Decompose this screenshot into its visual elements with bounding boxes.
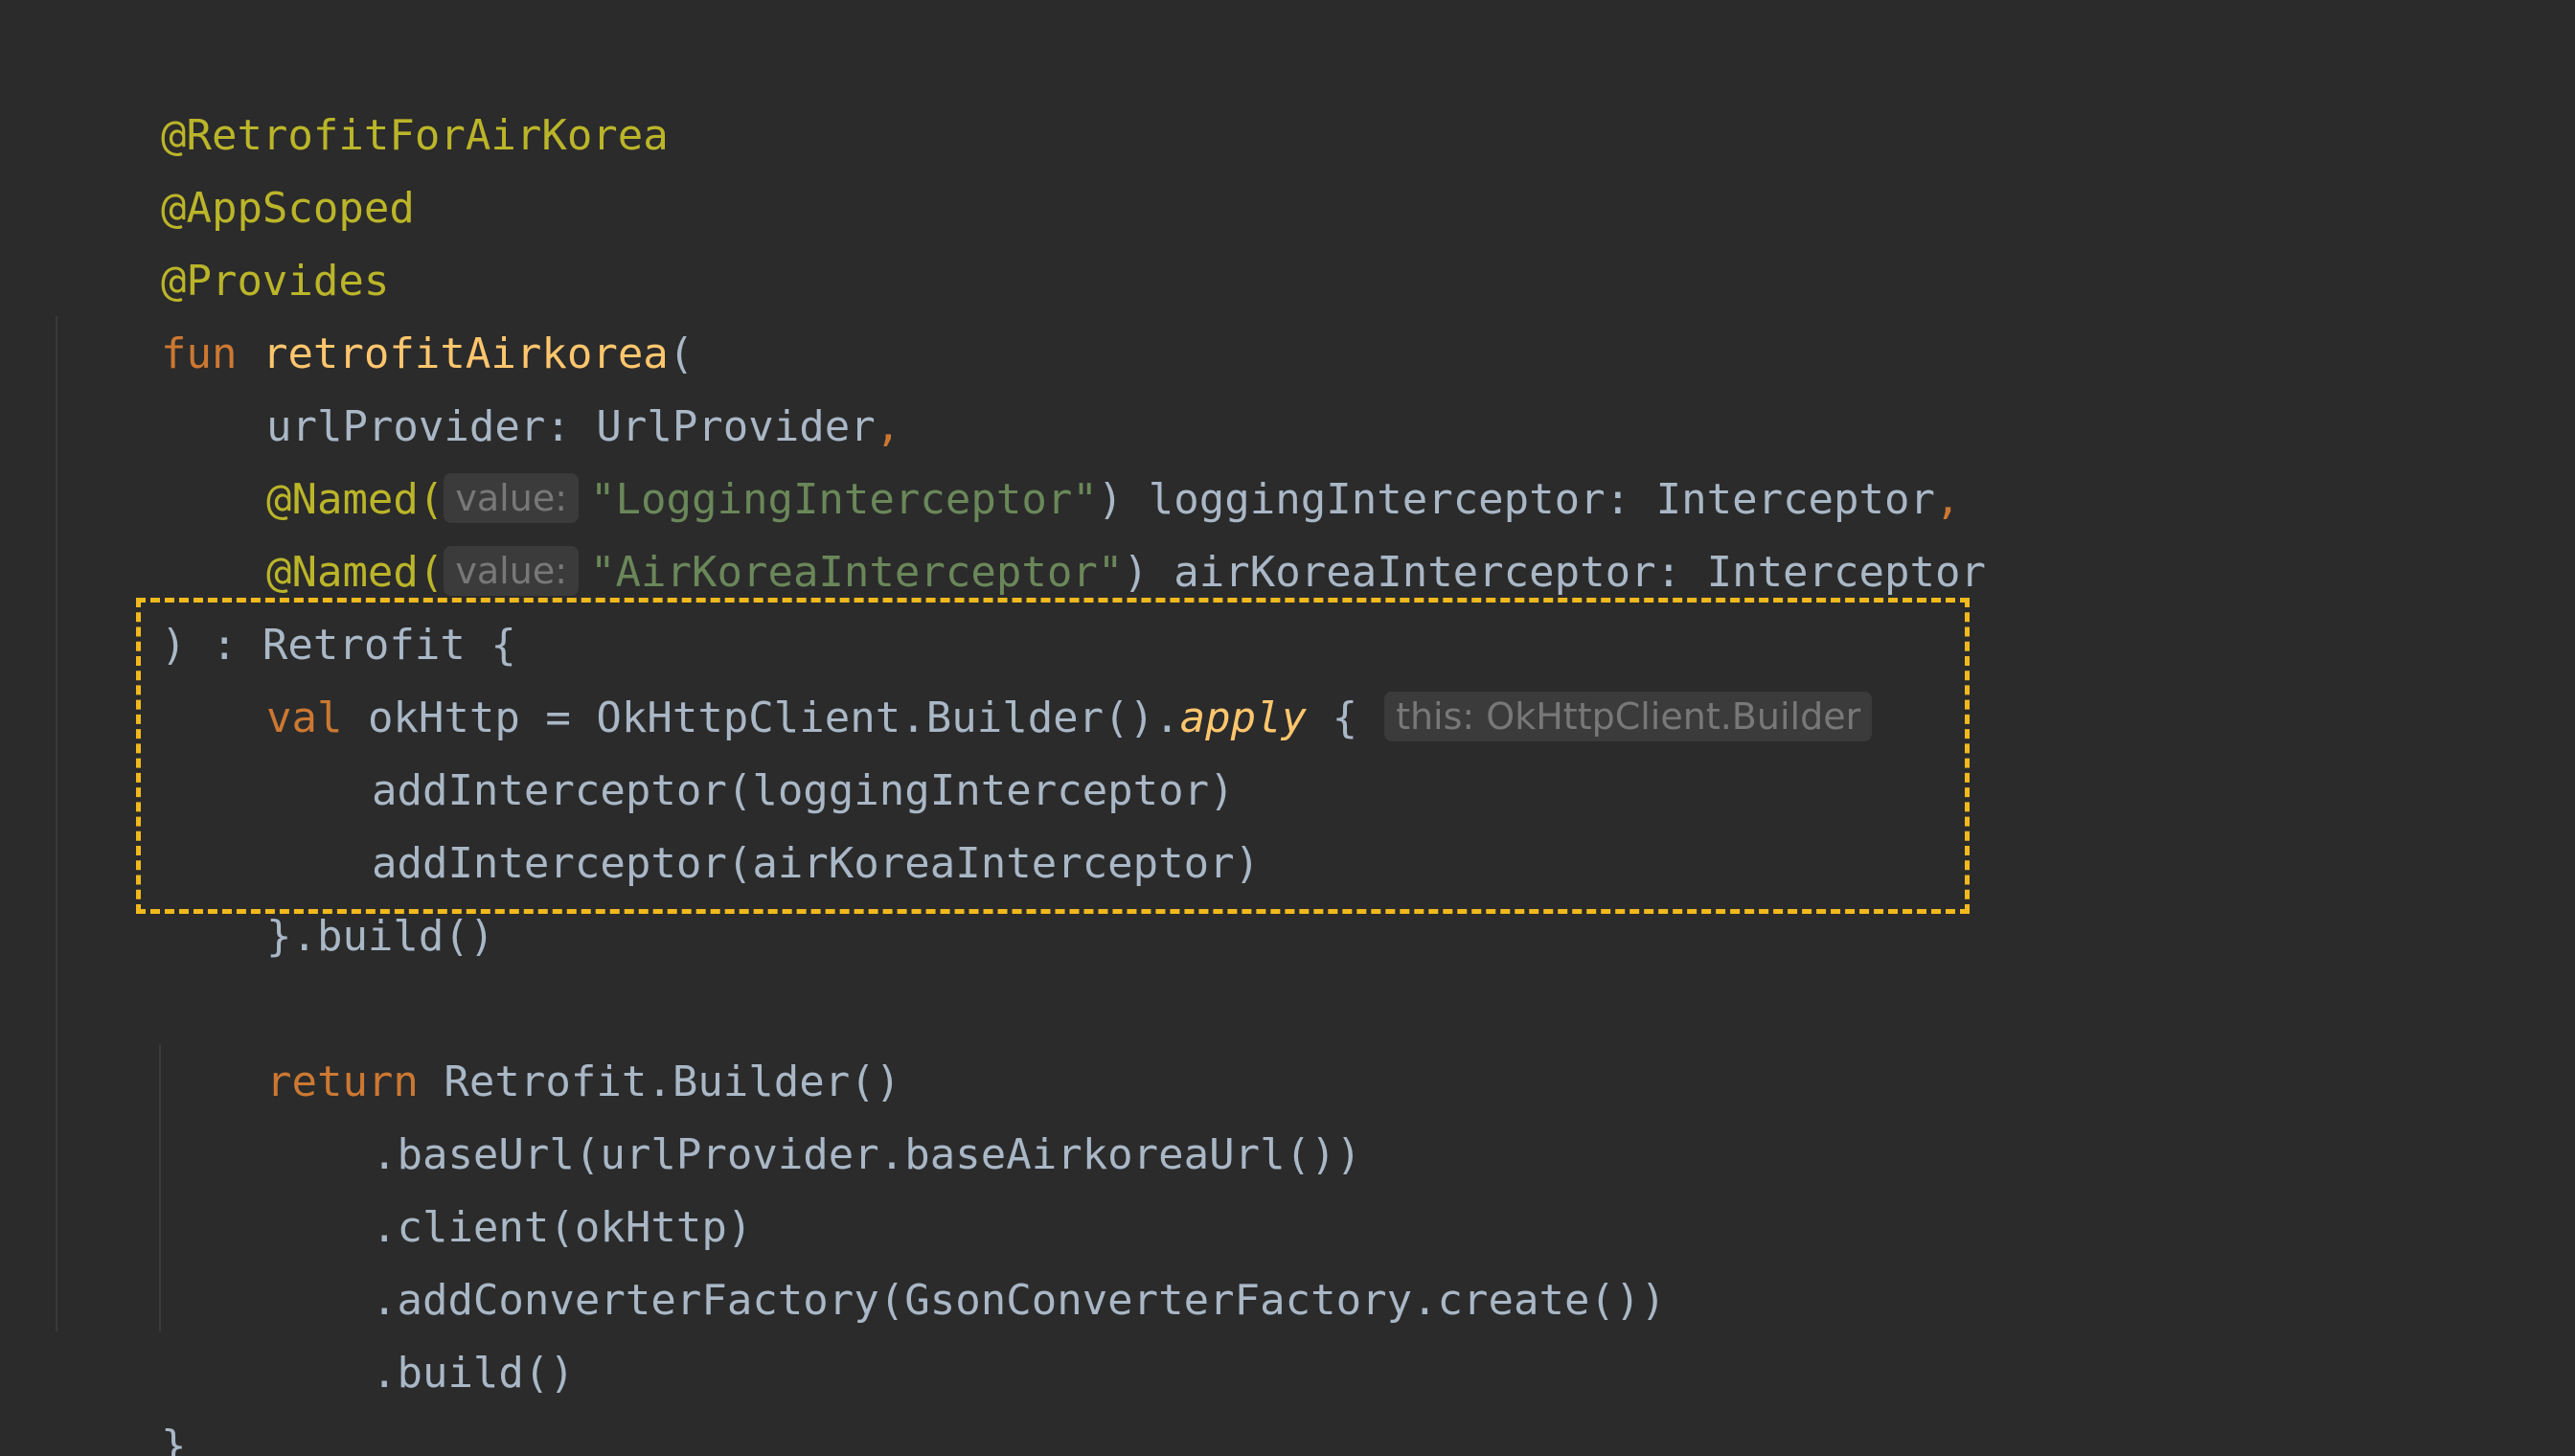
param-airkorea-interceptor: ) airKoreaInterceptor: Interceptor: [1123, 548, 1986, 597]
call-build-okhttp: }.build(): [265, 912, 495, 961]
call-add-airkorea-interceptor: addInterceptor(airKoreaInterceptor): [371, 839, 1261, 888]
string-airkorea-interceptor: "AirKoreaInterceptor": [590, 548, 1124, 597]
indent-guide-return-chain: [159, 1044, 161, 1331]
param-url-provider: urlProvider: UrlProvider: [265, 402, 876, 451]
param-logging-interceptor: ) loggingInterceptor: Interceptor: [1097, 475, 1936, 524]
function-apply: apply: [1179, 694, 1308, 742]
okhttp-builder-expression: okHttp = OkHttpClient.Builder().: [342, 694, 1180, 742]
retrofit-builder-expression: Retrofit.Builder(): [418, 1058, 901, 1106]
code-line-11[interactable]: addInterceptor(airKoreaInterceptor): [270, 755, 1260, 888]
token-comma: ,: [1935, 475, 1961, 524]
annotation-app-scoped: @AppScoped: [160, 184, 415, 233]
indent-guide-function-params: [56, 316, 57, 1331]
code-line-19[interactable]: }: [59, 1337, 187, 1456]
code-line-18[interactable]: .build(): [270, 1264, 575, 1398]
token-open-paren: (: [668, 330, 695, 378]
annotation-named: @Named(: [265, 548, 444, 597]
call-client: .client(okHttp): [371, 1203, 753, 1252]
okhttp-block-highlight: [136, 598, 1970, 914]
inlay-hint-lambda-receiver: this: OkHttpClient.Builder: [1384, 692, 1873, 741]
code-line-9[interactable]: val okHttp = OkHttpClient.Builder().appl…: [165, 609, 1883, 742]
code-line-5[interactable]: urlProvider: UrlProvider,: [165, 318, 900, 451]
call-base-url: .baseUrl(urlProvider.baseAirkoreaUrl()): [371, 1130, 1362, 1179]
keyword-return: return: [265, 1058, 419, 1106]
code-line-16[interactable]: .client(okHttp): [270, 1119, 752, 1252]
call-build-retrofit: .build(): [371, 1349, 575, 1398]
keyword-val: val: [265, 694, 343, 742]
inlay-hint-value: value:: [444, 473, 580, 523]
code-line-1[interactable]: @RetrofitForAirKorea: [59, 27, 669, 160]
code-line-6[interactable]: @Named(value:"LoggingInterceptor") loggi…: [165, 391, 1961, 524]
code-line-8[interactable]: ) : Retrofit {: [59, 536, 516, 670]
code-line-12[interactable]: }.build(): [165, 828, 494, 961]
function-name: retrofitAirkorea: [262, 330, 669, 378]
code-line-10[interactable]: addInterceptor(loggingInterceptor): [270, 682, 1235, 815]
token-comma: ,: [875, 402, 901, 451]
string-logging-interceptor: "LoggingInterceptor": [590, 475, 1098, 524]
call-add-converter-factory: .addConverterFactory(GsonConverterFactor…: [371, 1276, 1666, 1325]
token-close-brace: }: [160, 1422, 187, 1456]
code-line-7[interactable]: @Named(value:"AirKoreaInterceptor") airK…: [165, 464, 1986, 597]
code-line-15[interactable]: .baseUrl(urlProvider.baseAirkoreaUrl()): [270, 1046, 1361, 1179]
annotation-provides: @Provides: [160, 257, 390, 306]
annotation-named: @Named(: [265, 475, 444, 524]
code-line-4[interactable]: fun retrofitAirkorea(: [59, 245, 694, 378]
keyword-fun: fun: [160, 330, 238, 378]
inlay-hint-value: value:: [444, 546, 580, 596]
code-line-2[interactable]: @AppScoped: [59, 100, 415, 233]
return-type-retrofit: ) : Retrofit {: [160, 621, 516, 670]
annotation-retrofit-for-airkorea: @RetrofitForAirKorea: [160, 111, 669, 160]
code-line-3[interactable]: @Provides: [59, 172, 389, 306]
call-add-logging-interceptor: addInterceptor(loggingInterceptor): [371, 766, 1235, 815]
code-line-14[interactable]: return Retrofit.Builder(): [165, 973, 900, 1106]
code-line-17[interactable]: .addConverterFactory(GsonConverterFactor…: [270, 1192, 1666, 1325]
token-open-brace: {: [1307, 694, 1358, 742]
